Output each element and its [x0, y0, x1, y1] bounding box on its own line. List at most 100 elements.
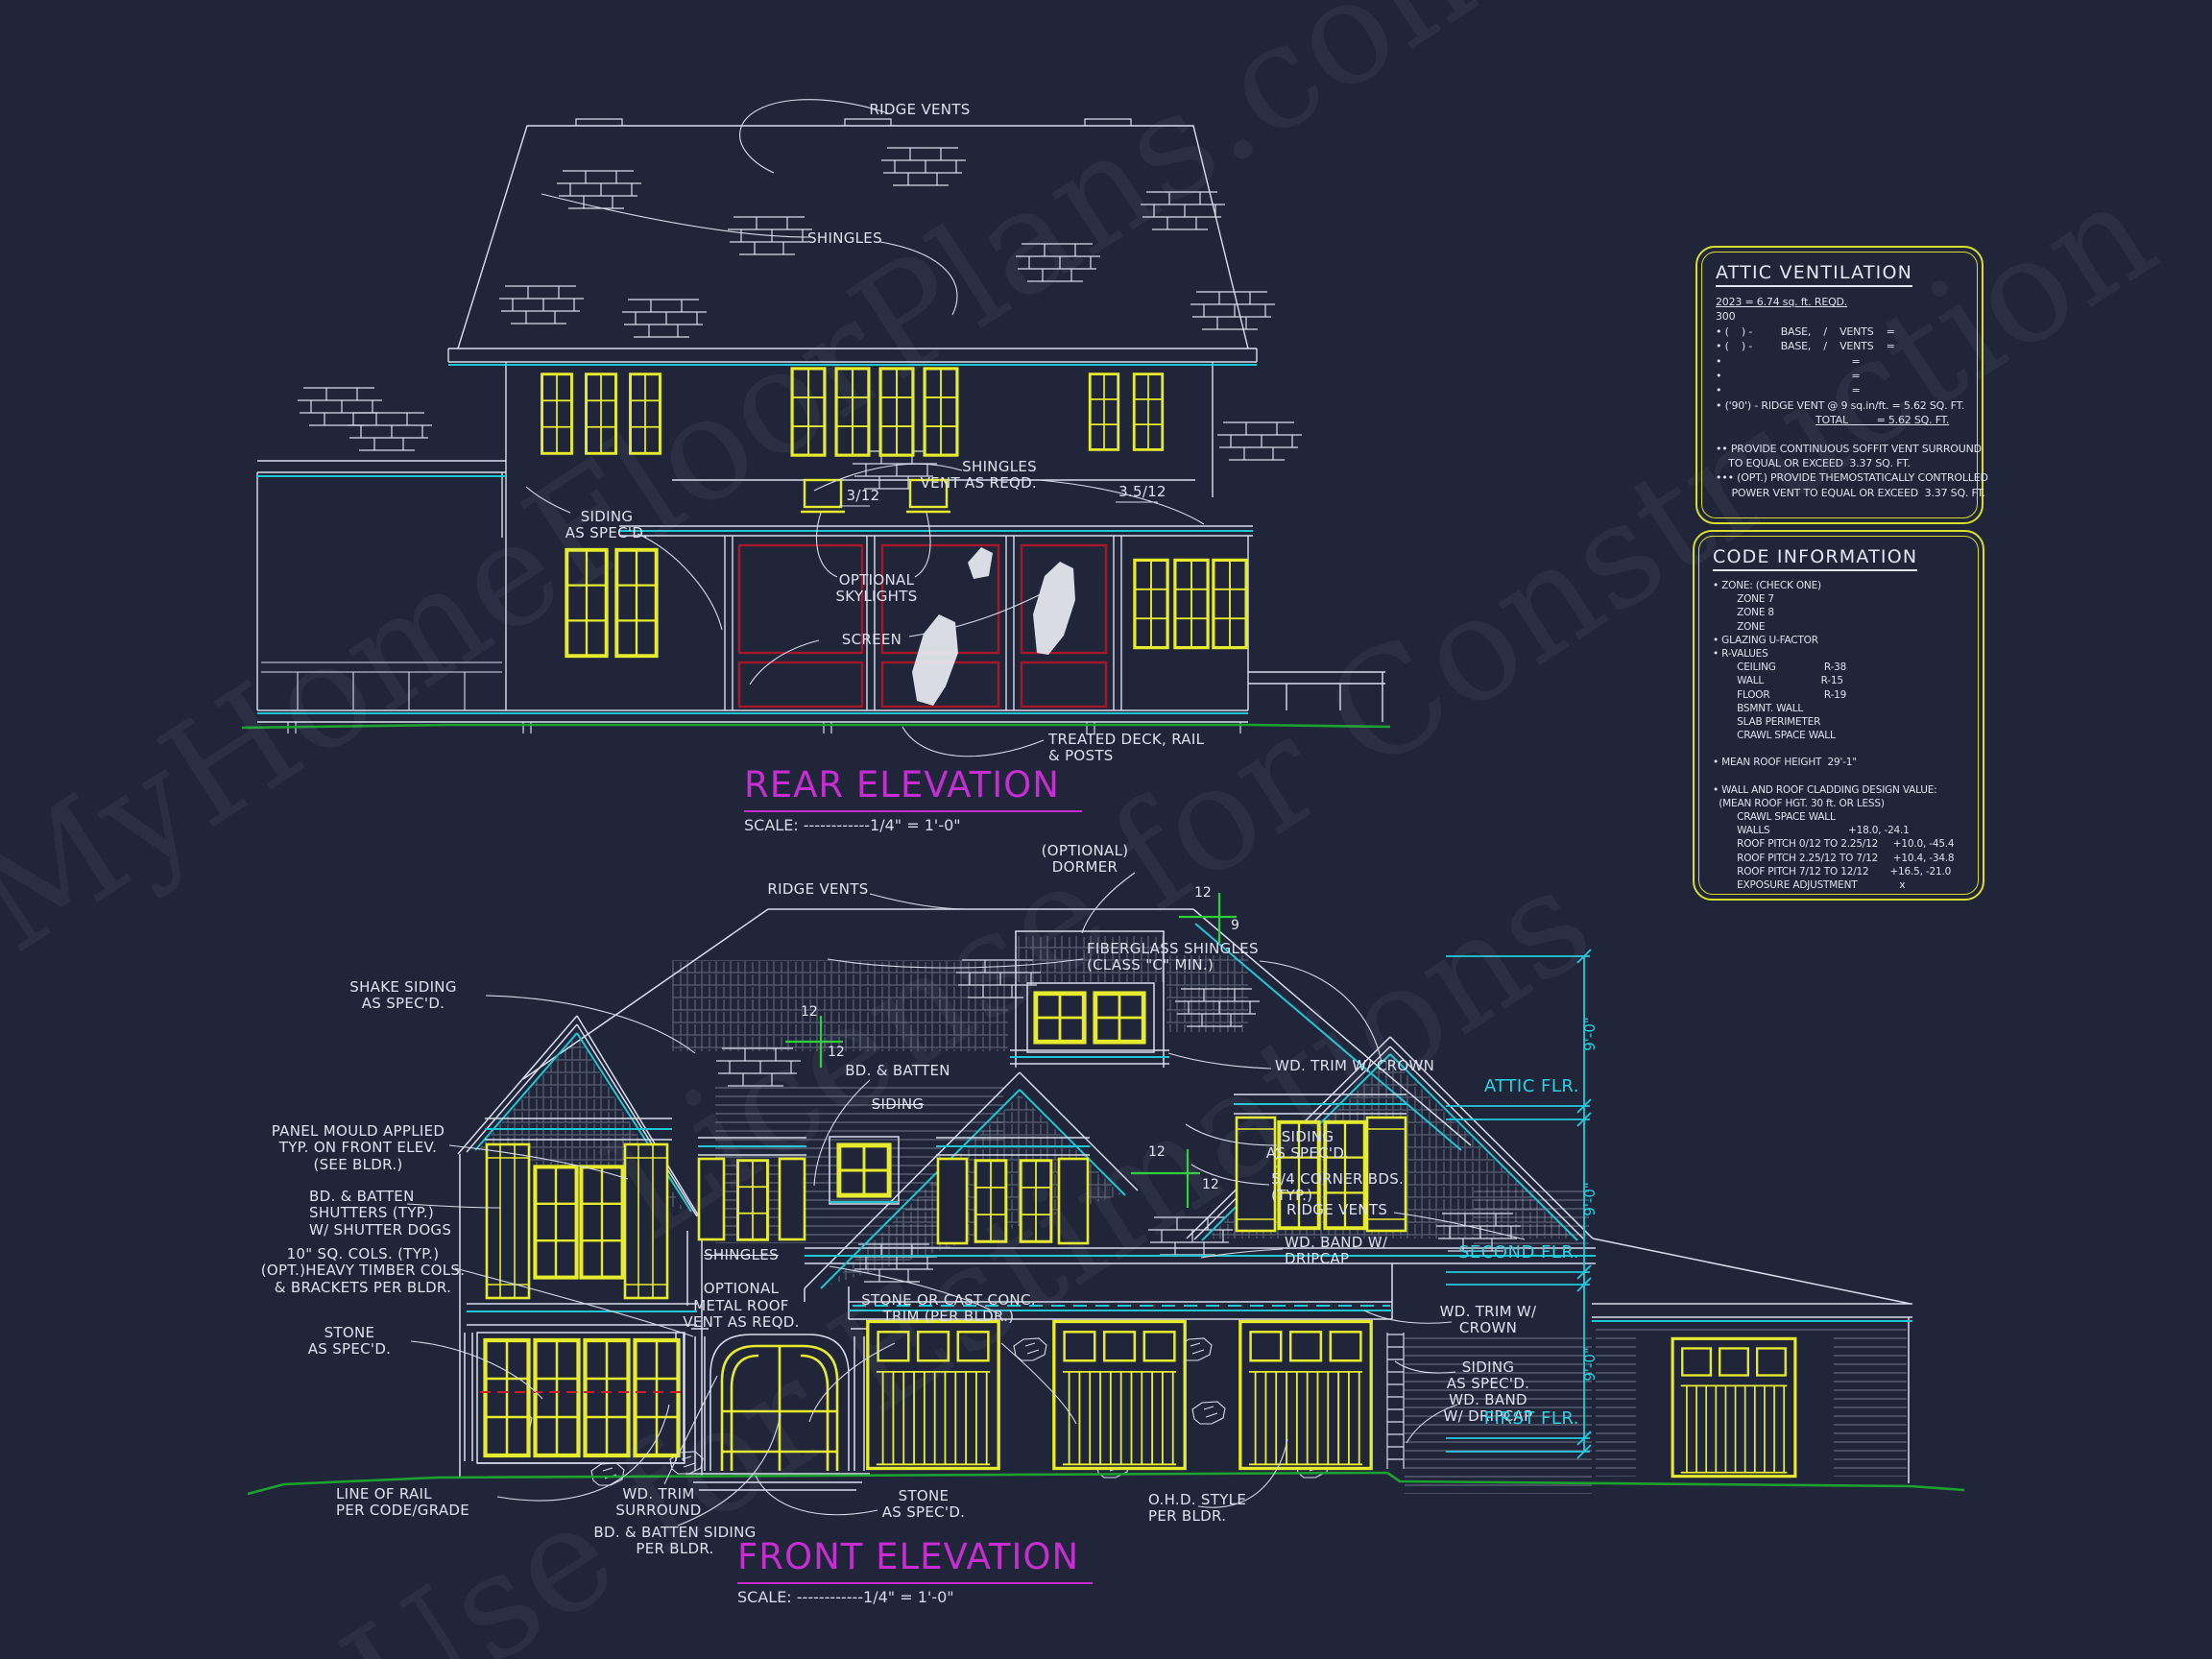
front-label-ohd: O.H.D. STYLE PER BLDR. — [1148, 1491, 1247, 1526]
code-line: CRAWL SPACE WALL — [1713, 730, 1836, 742]
front-label-fiberglass-shingles: FIBERGLASS SHINGLES (CLASS "C" MIN.) — [1087, 940, 1259, 974]
dimension-lines — [1446, 949, 1592, 1459]
rear-label-siding: SIDING AS SPEC'D. — [565, 508, 649, 542]
skylight — [801, 478, 950, 514]
front-label-panel-mould: PANEL MOULD APPLIED TYP. ON FRONT ELEV. … — [271, 1122, 445, 1173]
rear-scale: SCALE: ------------1/4" = 1'-0" — [744, 816, 961, 834]
screen-porch-frames — [737, 543, 1108, 709]
attic-line: • = — [1716, 370, 1861, 383]
rear-label-screen: SCREEN — [841, 631, 902, 648]
front-label-wd-band-low: WD. BAND W/ DRIPCAP — [1443, 1391, 1533, 1426]
front-leader-lines — [406, 872, 1526, 1527]
pitch-12-12-b-side: 12 — [1202, 1177, 1219, 1192]
front-label-bd-batten-shutters: BD. & BATTEN SHUTTERS (TYP.) W/ SHUTTER … — [309, 1188, 452, 1238]
first-floor-label: FIRST FLR. — [1483, 1408, 1579, 1429]
front-label-sq-cols: 10" SQ. COLS. (TYP.) (OPT.)HEAVY TIMBER … — [260, 1245, 466, 1296]
code-line: FLOOR R-19 — [1713, 688, 1847, 701]
front-label-shingle-optional: SHINGLES OPTIONAL METAL ROOF VENT AS REQ… — [683, 1231, 799, 1331]
attic-line: 2023 = 6.74 sq. ft. REQD. — [1716, 296, 1848, 308]
pitch-12-12-b-top: 12 — [1148, 1144, 1166, 1160]
pitch-markers — [785, 893, 1237, 1208]
code-line — [1713, 770, 1964, 783]
pitch-12-9-top: 12 — [1194, 885, 1212, 901]
code-line: SLAB PERIMETER — [1713, 716, 1821, 729]
front-title-block: FRONT ELEVATION SCALE: ------------1/4" … — [737, 1536, 1093, 1606]
rear-leader-lines — [525, 99, 1205, 757]
rear-label-pitch-35-12: 3.5/12 — [1118, 483, 1166, 500]
attic-line: • ( ) - BASE, / VENTS = — [1716, 325, 1895, 338]
rear-label-pitch-3-12: 3/12 — [846, 487, 880, 504]
rear-label-shingles: SHINGLES — [807, 229, 882, 247]
attic-line-total: TOTAL = 5.62 SQ. FT. — [1815, 414, 1950, 427]
front-label-corner-bds: 5/4 CORNER BDS. (TYP.) — [1271, 1170, 1405, 1205]
front-label-stone-bottom: STONE AS SPEC'D. — [881, 1487, 966, 1522]
front-label-optional-dormer: (OPTIONAL) DORMER — [1041, 842, 1129, 877]
rear-title: REAR ELEVATION — [744, 764, 1082, 812]
front-label-ridge-vents: RIDGE VENTS — [767, 880, 869, 898]
front-label-stone-left: STONE AS SPEC'D. — [307, 1324, 392, 1358]
code-line: BSMNT. WALL — [1713, 702, 1804, 714]
attic-line: • = — [1716, 384, 1861, 397]
front-label-siding-right-up: SIDING AS SPEC'D. — [1265, 1128, 1350, 1163]
code-line: • R-VALUES — [1713, 648, 1768, 661]
code-line: • MEAN ROOF HEIGHT 29'-1" — [1713, 757, 1857, 769]
attic-line: • ('90') - RIDGE VENT @ 9 sq.in/ft. = 5.… — [1716, 398, 1965, 412]
attic-line: TO EQUAL OR EXCEED 3.37 SQ. FT. — [1716, 457, 1911, 470]
code-box-title: CODE INFORMATION — [1713, 546, 1918, 571]
code-line: ROOF PITCH 2.25/12 TO 7/12 +10.4, -34.8 — [1713, 852, 1955, 864]
attic-line: ••• (OPT.) PROVIDE THEMOSTATICALLY CONTR… — [1716, 471, 1988, 485]
front-label-wd-trim-crown-top: WD. TRIM W/ CROWN — [1275, 1057, 1435, 1074]
code-line: • GLAZING U-FACTOR — [1713, 634, 1818, 646]
attic-line: POWER VENT TO EQUAL OR EXCEED 3.37 SQ. F… — [1716, 486, 1985, 499]
code-line: • ZONE: (CHECK ONE) — [1713, 580, 1821, 591]
code-line: • WALL AND ROOF CLADDING DESIGN VALUE: — [1713, 783, 1937, 796]
garage-doors — [865, 1319, 1795, 1476]
rear-label-shingles-vent: SHINGLES VENT AS REQD. — [920, 458, 1037, 493]
shuttered-windows — [485, 994, 1407, 1300]
attic-line: •• PROVIDE CONTINUOUS SOFFIT VENT SURROU… — [1716, 442, 1982, 455]
code-information-box: CODE INFORMATION • ZONE: (CHECK ONE) ZON… — [1693, 530, 1984, 901]
front-label-wd-trim-crown-low: WD. TRIM W/ CROWN — [1439, 1303, 1537, 1337]
rear-title-block: REAR ELEVATION SCALE: ------------1/4" =… — [744, 764, 1082, 834]
front-label-line-of-rail: LINE OF RAIL PER CODE/GRADE — [336, 1485, 470, 1520]
code-line: EXPOSURE ADJUSTMENT x — [1713, 879, 1906, 892]
front-label-wd-band-up: WD. BAND W/ DRIPCAP — [1285, 1234, 1388, 1268]
code-line: ROOF PITCH 0/12 TO 2.25/12 +10.0, -45.4 — [1713, 838, 1955, 851]
bay-windows — [486, 1340, 679, 1455]
code-line: CEILING R-38 — [1713, 661, 1847, 674]
front-label-bd-batten-siding: BD. & BATTEN SIDING PER BLDR. — [593, 1524, 757, 1558]
rear-label-optional-skylights: OPTIONAL SKYLIGHTS — [835, 571, 918, 606]
shingle-rest: OPTIONAL METAL ROOF VENT AS REQD. — [683, 1280, 800, 1331]
rear-label-ridge-vents: RIDGE VENTS — [869, 101, 971, 118]
front-label-stone-cast: STONE OR CAST CONC. TRIM (PER BLDR.) — [861, 1291, 1036, 1326]
attic-floor-label: ATTIC FLR. — [1483, 1076, 1579, 1096]
front-label-siding-right-low: SIDING AS SPEC'D. — [1446, 1358, 1530, 1393]
pitch-12-12-a-side: 12 — [828, 1045, 845, 1060]
front-label-bd-batten-center: BD. & BATTEN SIDING — [845, 1046, 950, 1114]
code-line: ZONE — [1713, 620, 1766, 633]
front-label-wd-trim-surround: WD. TRIM SURROUND — [615, 1485, 702, 1520]
code-line — [1713, 742, 1964, 756]
dim-9-0-bottom: 9'-0" — [1580, 1347, 1599, 1382]
dim-9-0-top: 9'-0" — [1580, 1017, 1599, 1051]
attic-line: • = — [1716, 354, 1861, 368]
bd-batten-line1: BD. & BATTEN — [845, 1062, 950, 1080]
front-elevation-drawing — [457, 908, 1912, 1491]
second-floor-label: SECOND FLR. — [1457, 1242, 1579, 1262]
attic-line — [1716, 428, 1963, 442]
code-line: WALLS +18.0, -24.1 — [1713, 825, 1910, 837]
code-line: CRAWL SPACE WALL — [1713, 811, 1836, 824]
attic-line: 300 — [1716, 310, 1736, 324]
code-line: (MEAN ROOF HGT. 30 ft. OR LESS) — [1713, 797, 1885, 809]
grade-line — [247, 1471, 1965, 1496]
attic-ventilation-box: ATTIC VENTILATION 2023 = 6.74 sq. ft. RE… — [1695, 246, 1988, 524]
pitch-12-9-side: 9 — [1231, 918, 1239, 933]
front-scale: SCALE: ------------1/4" = 1'-0" — [737, 1588, 954, 1606]
entry-door — [720, 1344, 839, 1471]
bd-batten-line2-struck: SIDING — [871, 1095, 925, 1114]
screen-tear-highlight — [912, 547, 1075, 706]
code-line: ZONE 7 — [1713, 593, 1774, 606]
pitch-12-12-a-top: 12 — [801, 1004, 818, 1020]
